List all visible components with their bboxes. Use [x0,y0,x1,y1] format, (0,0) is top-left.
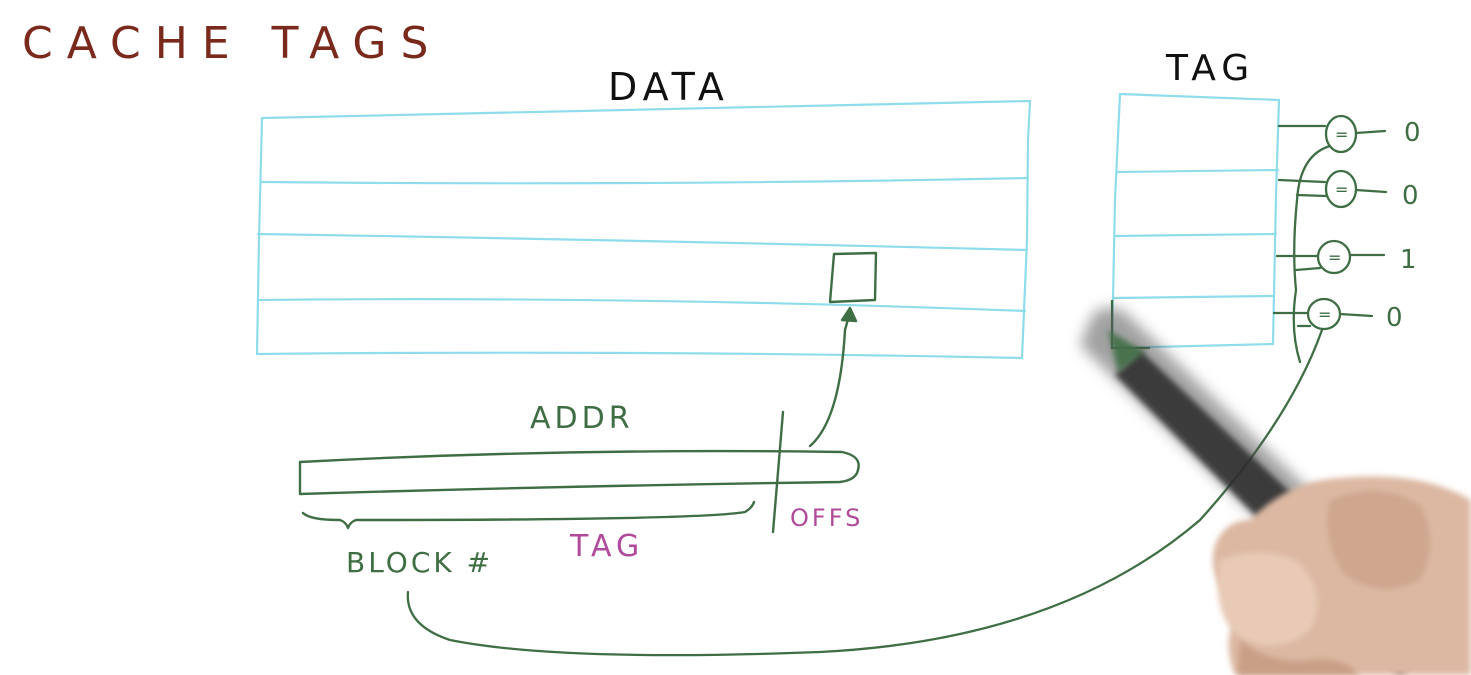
comparator-output-4: 0 [1386,303,1403,333]
comparator-symbol: = [1335,180,1348,199]
block-number-label: BLOCK # [346,546,493,579]
comparator-row-3 [1316,239,1352,275]
address-register-outline [298,449,860,496]
offset-divider [771,410,785,534]
comparator-wire [1277,178,1327,184]
tag-row-divider [1111,294,1276,300]
data-array-label: DATA [608,65,730,109]
tag-bus-branch [1294,266,1322,272]
comparator-out-wire [1354,129,1387,135]
comparator-out-wire [1338,312,1374,318]
comparator-symbol: = [1318,305,1331,324]
comparator-output-1: 0 [1404,118,1421,148]
comparator-outputs: 0 0 1 0 [1386,118,1421,333]
comparators [406,114,1388,657]
data-array [255,99,1032,360]
tag-row-divider [1115,168,1280,174]
comparator-output-3: 1 [1400,245,1417,275]
data-row-divider [256,298,1027,313]
hand-icon [1212,476,1471,675]
comparator-symbol: = [1328,248,1341,267]
comparator-out-wire [1354,188,1388,194]
comparator-symbol: = [1335,125,1348,144]
comparator-symbols: = = = = [1318,125,1348,324]
tag-field-brace [301,500,756,530]
data-array-outline [255,99,1032,360]
data-row-divider [260,176,1030,185]
address-register [298,306,860,534]
tag-array-outline [1110,92,1281,350]
offs-label: OFFS [790,504,863,532]
tag-field-label: TAG [569,529,644,564]
page-title: CACHE TAGS [22,18,442,69]
tag-array-label: TAG [1165,48,1255,89]
tag-row-divider [1114,232,1278,238]
offset-arrow-head [840,306,858,323]
tag-bus-branch [1295,193,1328,198]
offset-arrow [808,310,852,448]
tag-bus [1292,144,1332,364]
addr-label: ADDR [530,401,634,436]
data-row-divider [256,232,1029,252]
tag-array [1110,92,1281,350]
comparator-output-2: 0 [1402,181,1419,211]
selected-data-box [828,251,878,304]
